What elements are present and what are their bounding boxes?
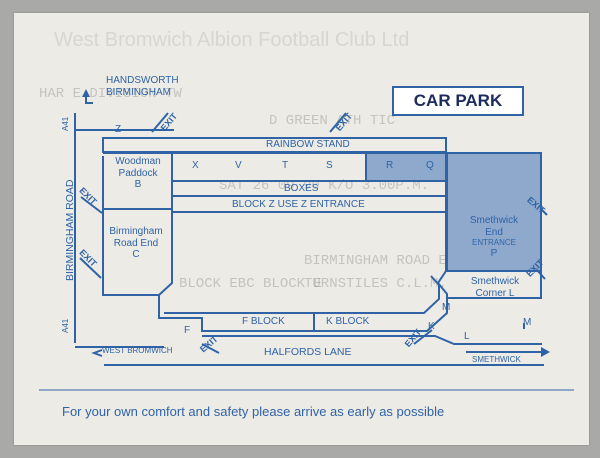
a41-top-label: A41	[61, 116, 70, 131]
match-ticket: West Bromwich Albion Football Club Ltd H…	[14, 13, 589, 445]
lower-stands	[164, 275, 440, 314]
block-t-letter: T	[282, 160, 289, 171]
ground-map	[39, 89, 574, 391]
block-r-letter: R	[386, 160, 394, 171]
exit-left-lower-marker	[79, 257, 102, 279]
smethwick-end-letter: P	[490, 248, 498, 259]
faint-line-1: HAR E DIVISION TW	[39, 86, 182, 102]
halfords-lane-road	[202, 335, 542, 345]
block-k-letter: K	[428, 321, 435, 332]
block-l-letter: L	[464, 331, 470, 342]
block-s-letter: S	[326, 160, 333, 171]
smethwick-end-label: Smethwick End	[469, 215, 519, 238]
faint-line-6: BLOCK EBC BLOCK E	[179, 276, 322, 292]
exit-z-marker	[151, 112, 169, 133]
smethwick-road-label: SMETHWICK	[472, 355, 521, 364]
block-x-letter: X	[192, 160, 199, 171]
rainbow-stand-outline	[102, 137, 447, 153]
west-bromwich-arrow	[91, 349, 103, 357]
footer-note: For your own comfort and safety please a…	[62, 404, 445, 419]
block-z-note: BLOCK Z USE Z ENTRANCE	[232, 199, 365, 210]
exit-f-marker	[201, 343, 220, 354]
woodman-paddock-label: Woodman Paddock B	[115, 156, 161, 190]
halfords-lane-label: HALFORDS LANE	[264, 346, 352, 358]
faint-line-5: TURNSTILES C.L.M.	[304, 276, 447, 292]
smethwick-end-shaded-area	[446, 152, 542, 272]
block-m-inner-letter: M	[442, 302, 451, 313]
k-block-label: K BLOCK	[326, 316, 370, 327]
rainbow-stand-label: RAINBOW STAND	[266, 139, 350, 150]
exit-rainbow-marker	[329, 112, 347, 133]
handsworth-arrowhead	[82, 89, 90, 97]
smethwick-corner-label: Smethwick Corner L	[470, 276, 520, 299]
handsworth-label: HANDSWORTH BIRMINGHAM	[106, 75, 179, 98]
boxes-label: BOXES	[284, 183, 319, 194]
exit-left-upper-marker	[80, 196, 103, 214]
faint-club-header: West Bromwich Albion Football Club Ltd	[54, 29, 410, 51]
smethwick-arrowhead	[541, 347, 550, 357]
exit-k-marker	[413, 329, 433, 345]
f-block-label: F BLOCK	[242, 316, 285, 327]
block-v-letter: V	[235, 160, 242, 171]
faint-line-4: BIRMINGHAM ROAD END	[304, 253, 464, 269]
birmingham-road-end-label: Birmingham Road End C	[109, 226, 163, 260]
smethwick-end-entrance-label: ENTRANCE	[471, 238, 516, 247]
west-bromwich-label: WEST BROMWICH	[102, 346, 173, 355]
a41-bottom-label: A41	[61, 318, 70, 333]
faint-line-2: D GREEN ATH TIC	[269, 113, 396, 129]
block-m-outer-letter: M	[523, 317, 532, 328]
block-q-letter: Q	[426, 160, 434, 171]
car-park-box: CAR PARK	[392, 86, 524, 116]
block-z-letter: Z	[115, 124, 122, 135]
pitch-outline	[158, 211, 446, 296]
block-f-letter: F	[184, 325, 191, 336]
rq-shaded-area	[365, 152, 447, 182]
birmingham-road-label: BIRMINGHAM ROAD	[64, 179, 76, 281]
